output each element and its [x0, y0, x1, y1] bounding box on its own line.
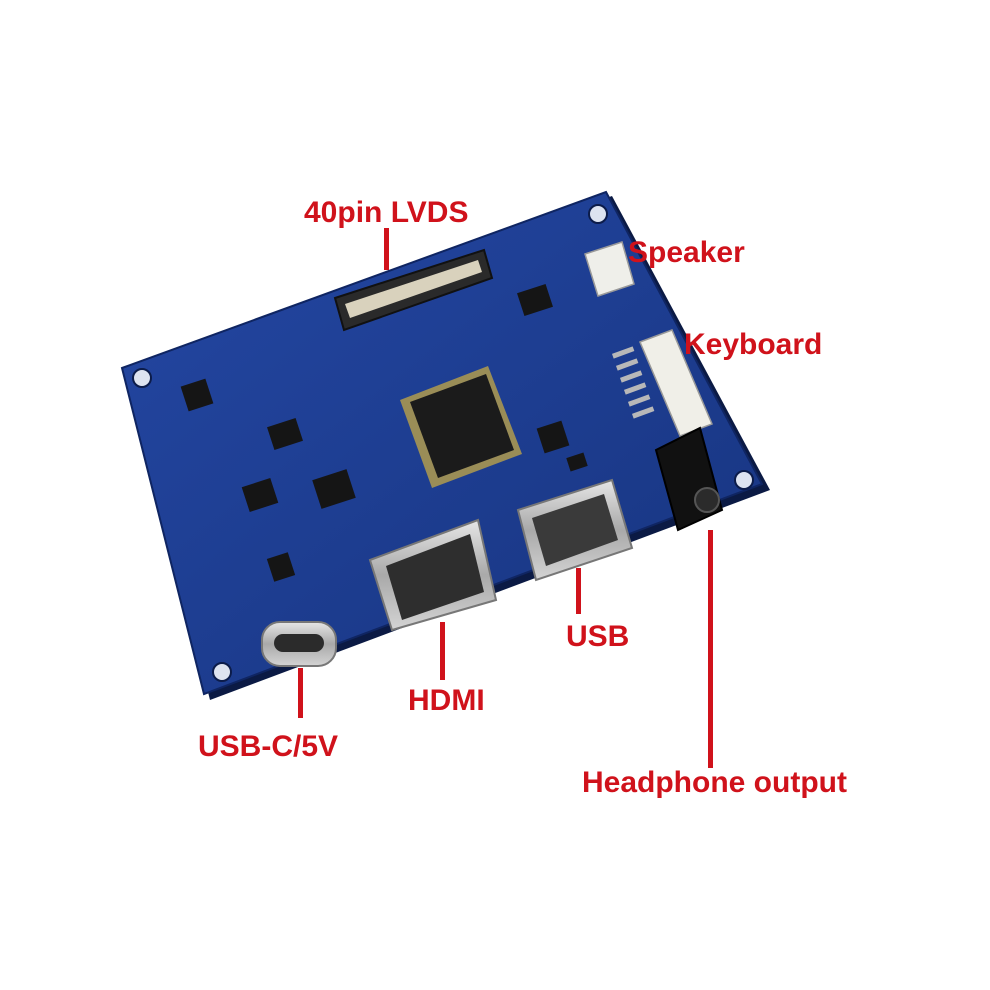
small-components — [180, 283, 588, 582]
speaker-connector — [584, 241, 635, 297]
keyboard-connector — [611, 329, 713, 437]
lvds-label: 40pin LVDS — [304, 196, 469, 229]
usb-port — [516, 478, 634, 582]
usbc-label: USB-C/5V — [198, 730, 339, 763]
hdmi-label: HDMI — [408, 684, 485, 717]
headphone-jack — [654, 426, 724, 532]
speaker-label: Speaker — [628, 236, 745, 269]
headphone-label: Headphone output — [582, 766, 847, 799]
keyboard-label: Keyboard — [684, 328, 823, 361]
lvds-leader-line — [384, 228, 389, 270]
usb-label: USB — [566, 620, 630, 653]
usbc-port — [261, 621, 337, 667]
usbc-leader-line — [298, 668, 303, 718]
hdmi-leader-line — [440, 622, 445, 680]
main-chip — [400, 366, 522, 488]
headphone-leader-line — [708, 530, 713, 768]
usb-leader-line — [576, 568, 581, 614]
hdmi-port — [368, 518, 498, 632]
lvds-connector — [333, 248, 494, 332]
